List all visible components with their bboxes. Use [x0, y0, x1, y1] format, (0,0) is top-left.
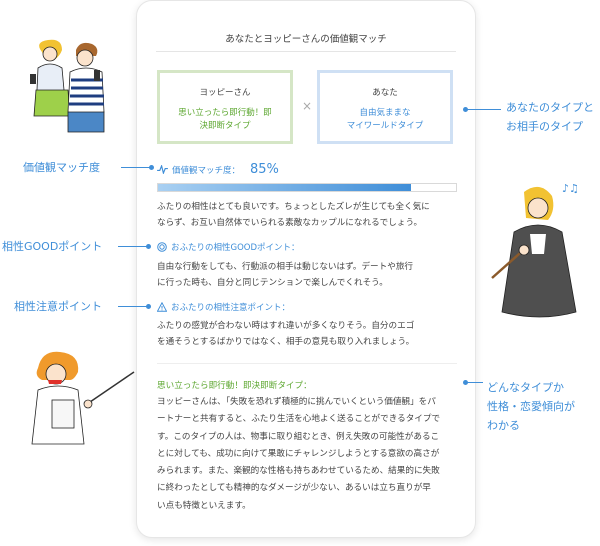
summary-line-2: ならず、お互い自然体でいられる素敵なカップルになれるでしょう。 — [157, 217, 423, 228]
desc-line-2: ートナーと共有すると、ふたり生活を心地よく送ることができるタイプで — [157, 414, 441, 425]
versus-mark: × — [302, 99, 313, 113]
annotation-desc-line — [465, 382, 483, 383]
annotation-caution: 相性注意ポイント — [14, 300, 102, 313]
annotation-desc-line-2: 性格・恋愛傾向が — [487, 400, 575, 413]
svg-text:♪♫: ♪♫ — [562, 182, 579, 195]
annotation-good-line — [118, 246, 148, 247]
partner-type-name: 思い立ったら即行動！即 決即断タイプ — [160, 107, 290, 133]
partner-type-line-2: 決即断タイプ — [199, 121, 251, 131]
good-point-heading: おふたりの相性GOODポイント： — [157, 241, 300, 253]
partner-name: ヨッピーさん — [199, 88, 251, 98]
partner-type-box: ヨッピーさん 思い立ったら即行動！即 決即断タイプ — [157, 70, 293, 144]
type-description-body: ヨッピーさんは、「失敗を恐れず積極的に挑んでいくという価値観」をパ ートナーと共… — [157, 394, 457, 515]
match-summary: ふたりの相性はとても良いです。ちょっとしたズレが生じても全く気に ならず、お互い… — [157, 200, 457, 231]
annotation-types: あなたのタイプと お相手のタイプ — [506, 98, 594, 136]
self-type-line-2: マイワールドタイプ — [346, 121, 424, 131]
desc-line-3: す。このタイプの人は、物事に取り組むとき、例え失敗の可能性があるこ — [157, 431, 440, 442]
caution-line-2: を通そうとするばかりではなく、相手の意見も取り入れましょう。 — [157, 336, 415, 347]
caution-line-1: ふたりの感覚が合わない時はすれ違いが多くなりそう。自分のエゴ — [157, 321, 415, 331]
conductor-man-illustration — [31, 351, 135, 445]
good-line-1: 自由な行動をしても、行動派の相手は動じないはず。デートや旅行 — [157, 262, 414, 272]
desc-line-4: とに対しても、成功に向けて果敢にチャレンジしようとする意欲の高さが — [157, 448, 440, 459]
annotation-caution-line — [118, 306, 148, 307]
title-divider — [156, 51, 456, 52]
match-rate-text: 価値観マッチ度： — [172, 165, 241, 176]
self-type-line-1: 自由気ままな — [359, 108, 411, 118]
card-title: あなたとヨッピーさんの価値観マッチ — [225, 34, 387, 45]
desc-line-5: みられます。また、楽観的な性格も持ちあわせているため、結果的に失敗 — [157, 466, 440, 477]
type-description-heading: 思い立ったら即行動！即決即断タイプ： — [157, 381, 312, 391]
annotation-desc-line-1: どんなタイプか — [487, 381, 564, 394]
good-line-2: に行った時も、自分と同じテンションで楽しんでくれそう。 — [157, 277, 388, 288]
annotation-match-dot — [149, 165, 154, 170]
match-card: あなたとヨッピーさんの価値観マッチ ヨッピーさん 思い立ったら即行動！即 決即断… — [136, 0, 476, 538]
self-type-box: あなた 自由気ままな マイワールドタイプ — [317, 70, 453, 144]
match-progress-bar — [157, 183, 457, 192]
summary-line-1: ふたりの相性はとても良いです。ちょっとしたズレが生じても全く気に — [157, 202, 430, 212]
annotation-types-line — [465, 109, 501, 110]
annotation-types-line-2: お相手のタイプ — [506, 120, 583, 133]
pulse-icon — [157, 165, 168, 174]
desc-line-1: ヨッピーさんは、「失敗を恐れず積極的に挑んでいくという価値観」をパ — [157, 397, 436, 407]
match-rate-percent: 85% — [250, 162, 279, 177]
section-divider — [157, 363, 457, 364]
caution-point-heading: おふたりの相性注意ポイント： — [157, 301, 290, 313]
partner-type-line-1: 思い立ったら即行動！即 — [178, 108, 272, 118]
couple-with-phones-illustration — [30, 39, 105, 133]
desc-line-6: に終わったとしても精神的なダメージが少ない、あるいは立ち直りが早 — [157, 483, 431, 494]
good-point-heading-text: おふたりの相性GOODポイント： — [171, 243, 300, 253]
annotation-types-line-1: あなたのタイプと — [506, 101, 594, 114]
conductor-woman-illustration: ♪♫ — [491, 182, 579, 318]
match-progress-fill — [158, 184, 412, 191]
annotation-match: 価値観マッチ度 — [23, 161, 100, 174]
annotation-good-dot — [146, 244, 151, 249]
annotation-good: 相性GOODポイント — [2, 240, 103, 253]
match-rate-label: 価値観マッチ度： 85% — [157, 162, 279, 177]
caution-point-body: ふたりの感覚が合わない時はすれ違いが多くなりそう。自分のエゴ を通そうとするばか… — [157, 319, 457, 350]
desc-line-7: い点も特徴といえます。 — [157, 500, 251, 511]
annotation-caution-dot — [146, 304, 151, 309]
annotation-desc: どんなタイプか 性格・恋愛傾向が わかる — [487, 378, 575, 435]
warning-triangle-icon — [157, 302, 167, 312]
double-circle-icon — [157, 242, 167, 252]
annotation-match-line — [121, 167, 151, 168]
caution-point-heading-text: おふたりの相性注意ポイント： — [171, 303, 291, 313]
good-point-body: 自由な行動をしても、行動派の相手は動じないはず。デートや旅行 に行った時も、自分… — [157, 260, 457, 291]
annotation-desc-line-3: わかる — [487, 419, 520, 432]
self-type-name: 自由気ままな マイワールドタイプ — [320, 107, 450, 133]
self-name: あなた — [372, 88, 398, 98]
